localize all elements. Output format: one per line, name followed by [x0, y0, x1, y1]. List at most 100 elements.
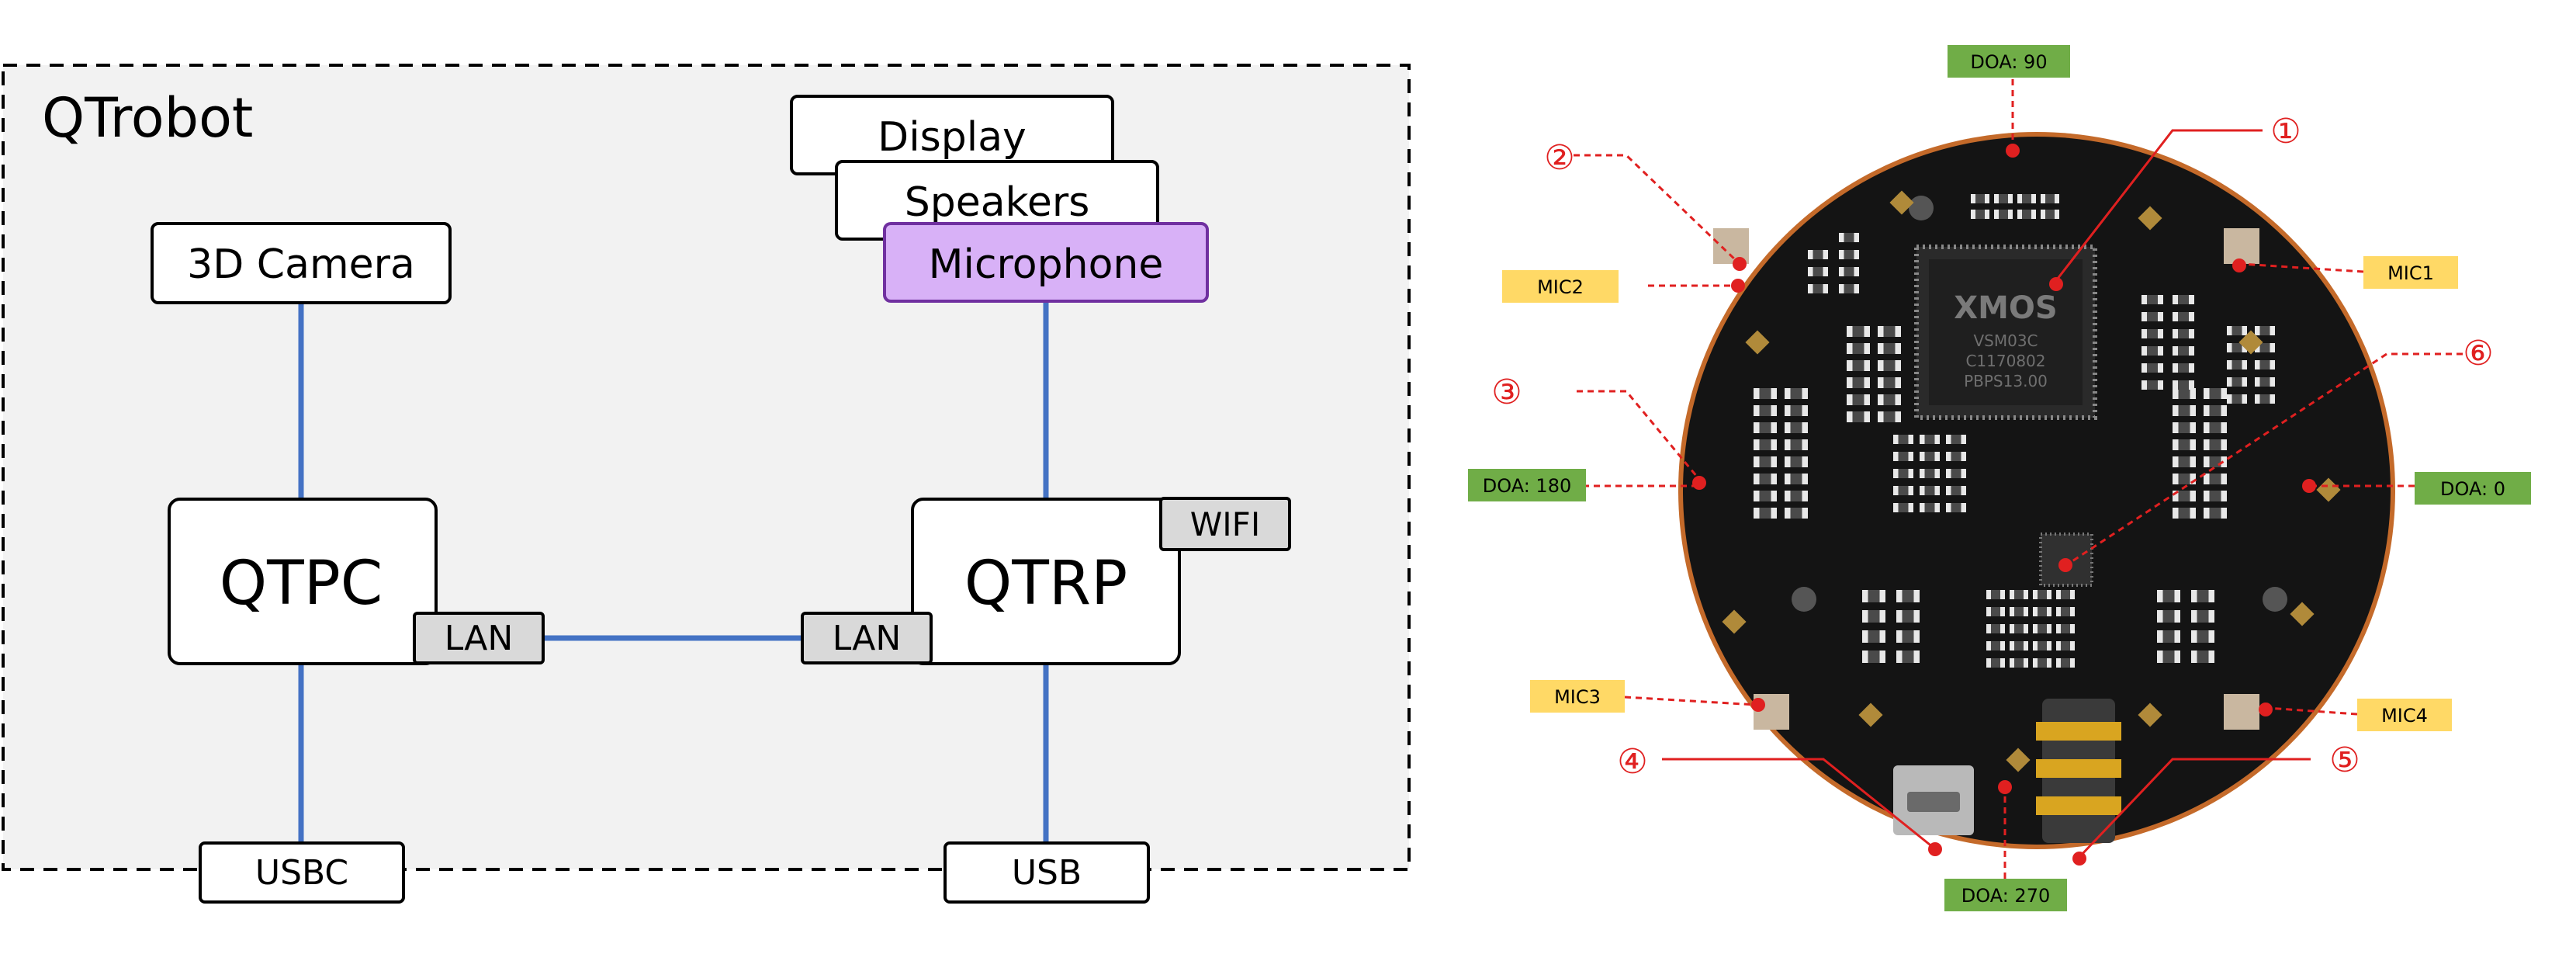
- smd-part: [1754, 439, 1777, 450]
- microphone-box: [883, 222, 1209, 303]
- smd-part: [1862, 610, 1885, 623]
- mic1-tag: [2363, 256, 2458, 289]
- smd-part: [2191, 630, 2214, 643]
- chip-line-1: VSM03C: [1973, 331, 2038, 350]
- smd-part: [1971, 210, 1989, 219]
- smd-part: [2204, 474, 2227, 484]
- smd-part: [2017, 210, 2036, 219]
- doa-270-label: DOA: 270: [1961, 885, 2050, 907]
- smd-part: [1785, 388, 1808, 399]
- smd-part: [1754, 388, 1777, 399]
- smd-part: [2033, 641, 2051, 650]
- mount-hole: [2263, 587, 2287, 612]
- smd-part: [1878, 411, 1901, 422]
- smd-part: [2010, 641, 2028, 650]
- smd-pad: [2238, 330, 2263, 355]
- smd-part: [2173, 312, 2194, 321]
- smd-part: [1862, 650, 1885, 663]
- smd-pad: [2316, 477, 2341, 502]
- smd-part: [1946, 469, 1966, 478]
- qtrp-wifi-port: [1159, 497, 1291, 551]
- smd-part: [1847, 394, 1870, 405]
- display-label: Display: [878, 114, 1027, 161]
- doa-90-label: DOA: 90: [1970, 51, 2047, 73]
- smd-part: [1839, 233, 1859, 242]
- smd-part: [1862, 630, 1885, 643]
- smd-part: [1754, 508, 1777, 519]
- speakers-label: Speakers: [905, 179, 1090, 226]
- smd-part: [2141, 329, 2163, 338]
- smd-part: [2204, 439, 2227, 450]
- smd-part: [1986, 641, 2005, 650]
- xmos-chip: XMOS VSM03C C1170802 PBPS13.00: [1914, 245, 2097, 420]
- callout-2: ②: [1544, 138, 1574, 178]
- smd-part: [1893, 452, 1913, 461]
- smd-part: [1754, 474, 1777, 484]
- smd-part: [1896, 650, 1920, 663]
- qtrobot-title: QTrobot: [42, 86, 253, 150]
- smd-part: [2173, 380, 2194, 390]
- audio-jack: [2036, 699, 2121, 843]
- smd-part: [2010, 590, 2028, 599]
- smd-part: [1847, 377, 1870, 388]
- smd-part: [2173, 405, 2196, 416]
- qtrp-wifi-label: WIFI: [1190, 505, 1260, 543]
- smd-part: [1847, 343, 1870, 354]
- callout-dots: [1692, 144, 2316, 866]
- smd-part: [1785, 508, 1808, 519]
- smd-part: [2010, 624, 2028, 633]
- smd-part: [2227, 360, 2247, 369]
- smd-part: [2255, 394, 2275, 404]
- smd-part: [2141, 295, 2163, 304]
- smd-part: [1994, 194, 2013, 203]
- qtrobot-block-diagram: QTrobot 3D Camera Display Speakers Micro…: [2, 64, 1411, 904]
- smd-part: [2017, 194, 2036, 203]
- smd-part: [1808, 284, 1828, 293]
- smd-part: [2204, 491, 2227, 501]
- qtpc-lan-label: LAN: [445, 619, 514, 658]
- smd-part: [1847, 326, 1870, 337]
- smd-part: [2141, 380, 2163, 390]
- smd-components: [1722, 190, 2341, 772]
- qtrp-lan-label: LAN: [833, 619, 902, 658]
- doa-0-tag: [2415, 472, 2531, 505]
- smd-part: [1896, 610, 1920, 623]
- mount-hole: [1909, 196, 1934, 220]
- smd-part: [2141, 363, 2163, 373]
- microphone-label: Microphone: [929, 241, 1164, 288]
- smd-part: [1785, 474, 1808, 484]
- smd-pad: [1889, 190, 1914, 215]
- smd-part: [1986, 607, 2005, 616]
- smd-part: [1920, 435, 1940, 444]
- mic2-label: MIC2: [1537, 276, 1584, 298]
- smd-part: [1946, 452, 1966, 461]
- usb-label: USB: [1012, 853, 1082, 893]
- qtrp-box: [911, 498, 1181, 665]
- smd-part: [2157, 590, 2180, 602]
- smd-part: [1893, 469, 1913, 478]
- callout-5: ⑤: [2329, 741, 2360, 780]
- smd-part: [2173, 456, 2196, 467]
- smd-part: [1994, 210, 2013, 219]
- smd-part: [1986, 624, 2005, 633]
- smd-part: [1878, 394, 1901, 405]
- mount-hole: [1792, 587, 1816, 612]
- doa-180-label: DOA: 180: [1483, 475, 1571, 497]
- camera-box: [151, 222, 452, 304]
- smd-part: [1754, 405, 1777, 416]
- mic1-label: MIC1: [2387, 262, 2434, 284]
- mic-array-board: XMOS VSM03C C1170802 PBPS13.00: [1468, 45, 2531, 911]
- smd-part: [1920, 452, 1940, 461]
- smd-part: [2191, 650, 2214, 663]
- smd-part: [2056, 641, 2075, 650]
- smd-part: [2157, 630, 2180, 643]
- smd-part: [2173, 508, 2196, 519]
- smd-part: [1808, 250, 1828, 259]
- smd-part: [1920, 503, 1940, 512]
- smd-part: [2204, 508, 2227, 519]
- smd-part: [2255, 377, 2275, 387]
- qtpc-lan-port: [413, 612, 545, 664]
- callout-1: ①: [2270, 112, 2301, 151]
- callout-3: ③: [1491, 373, 1522, 412]
- smd-part: [2056, 607, 2075, 616]
